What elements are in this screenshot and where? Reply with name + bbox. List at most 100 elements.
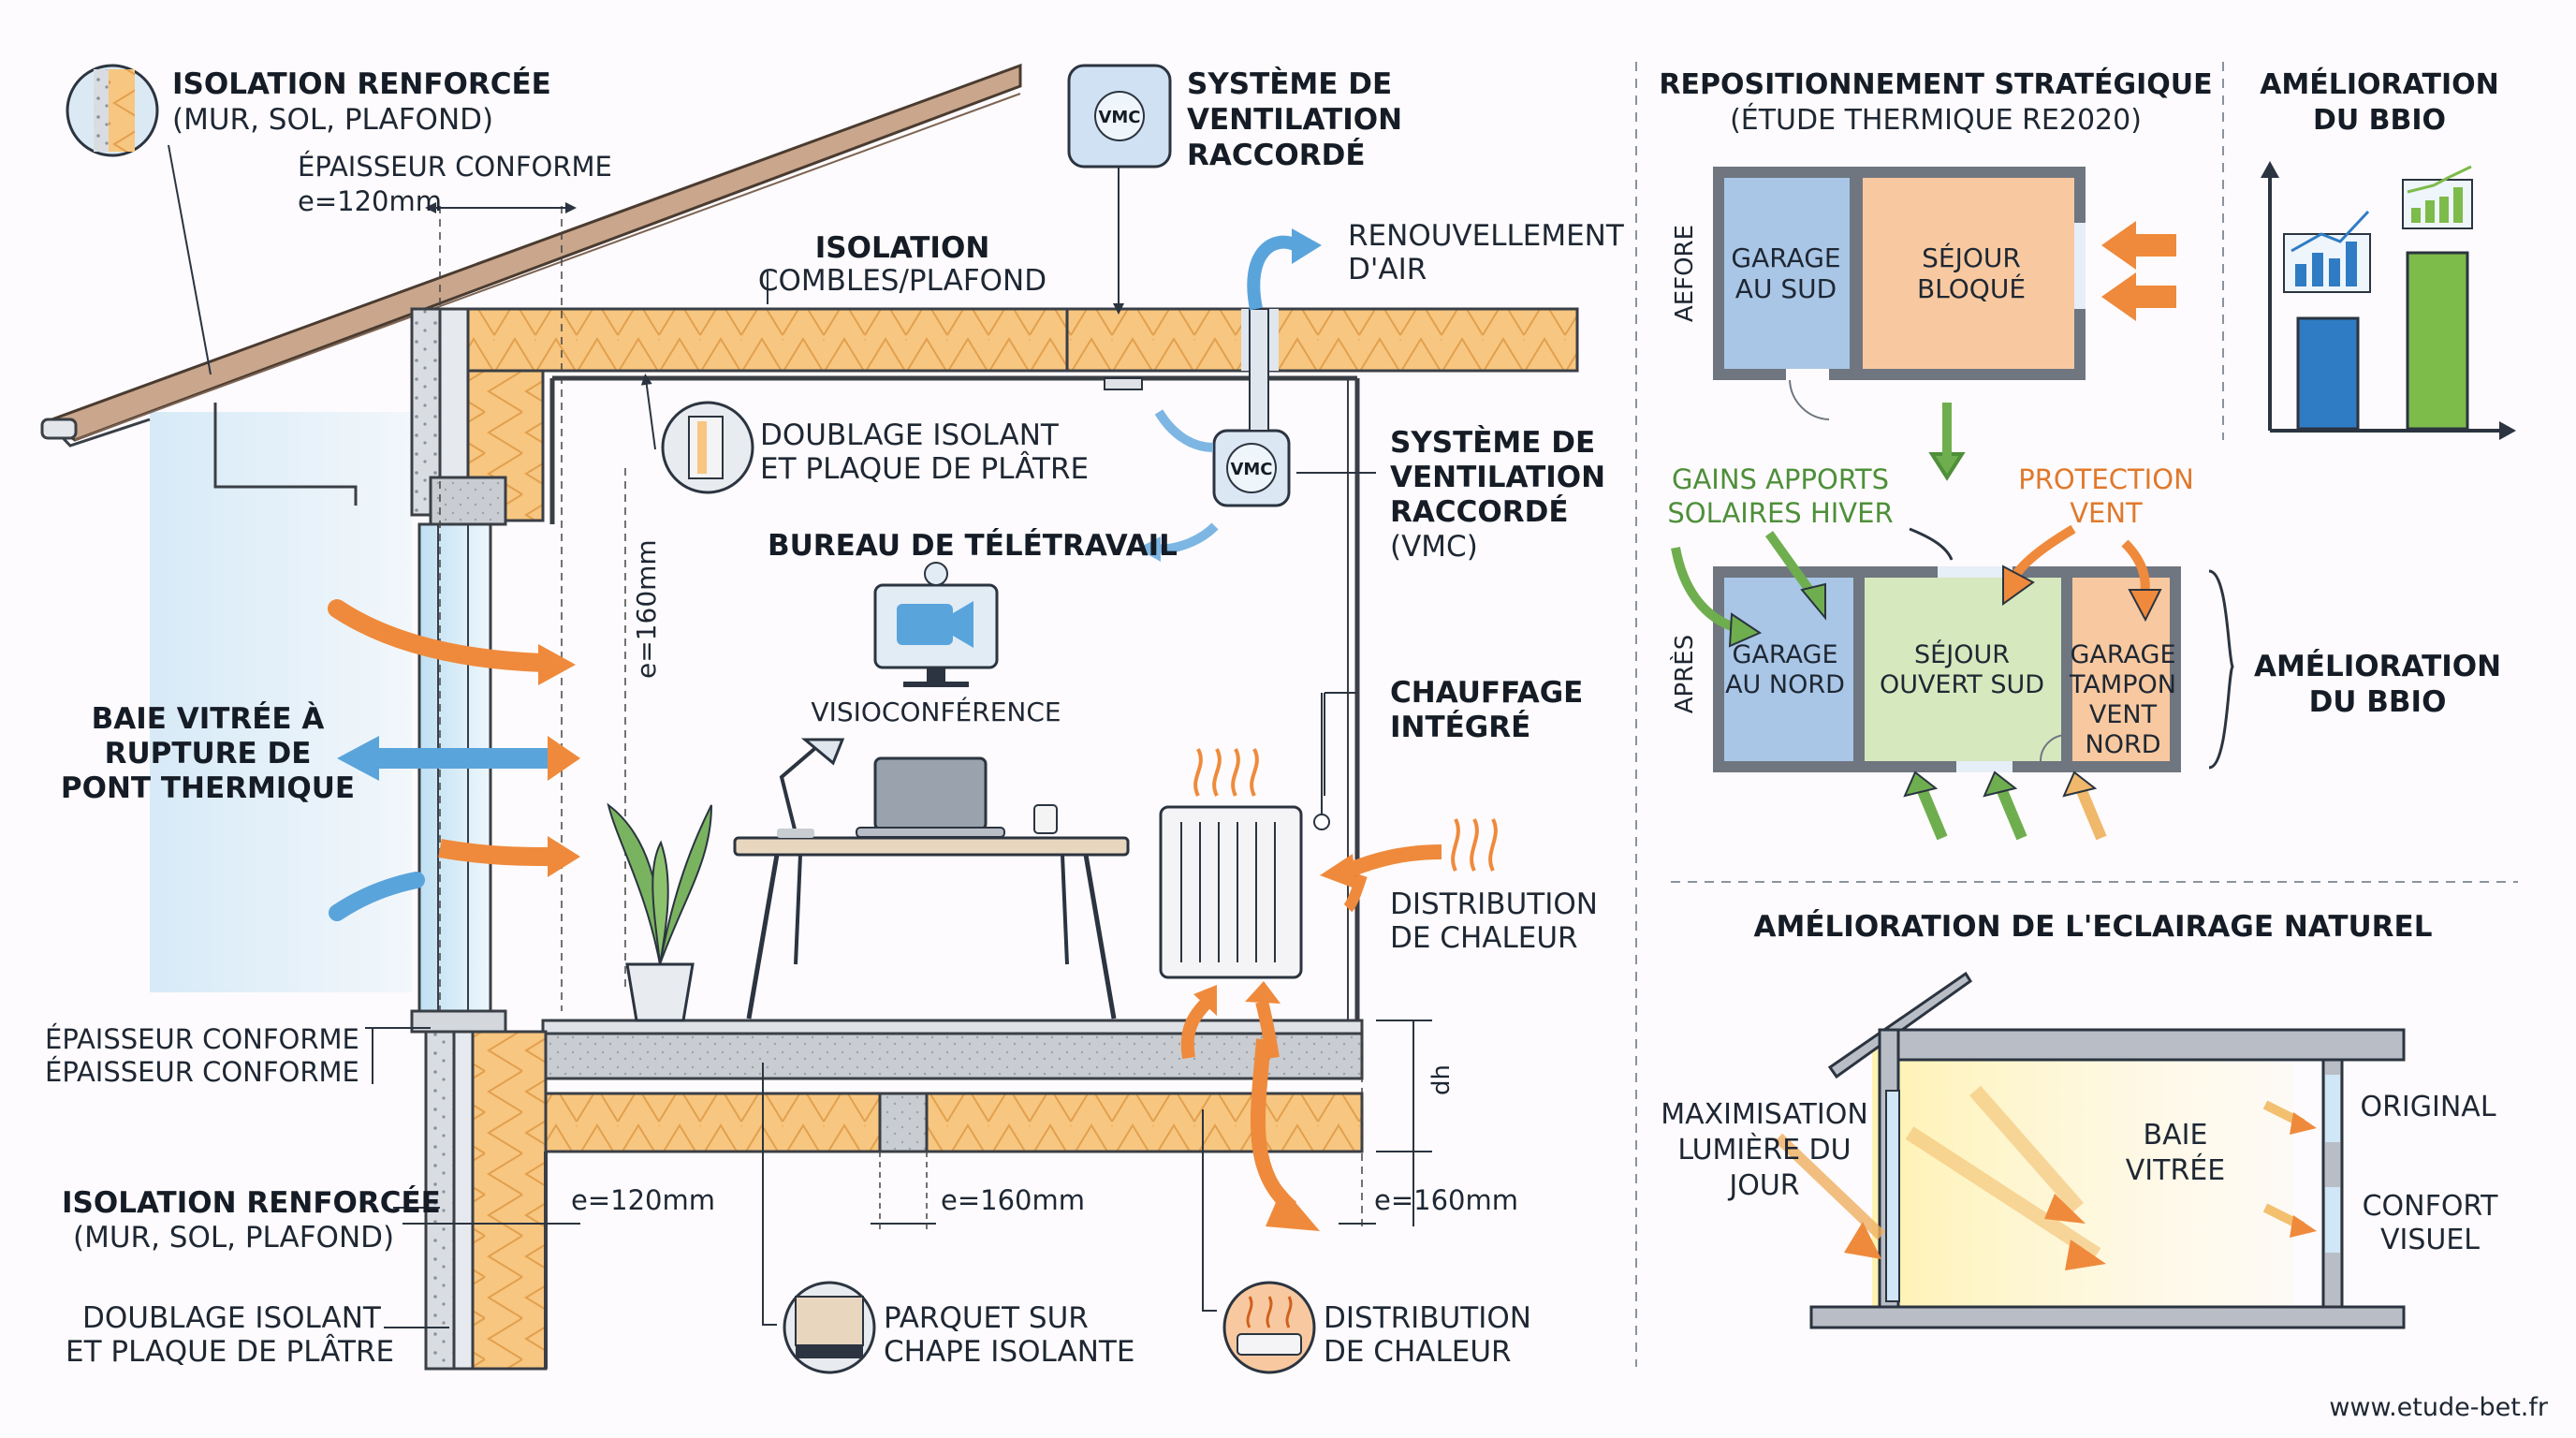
garage-sud-2: AU SUD (1735, 273, 1837, 304)
baie-right-2: VITRÉE (2126, 1153, 2225, 1187)
epaisseur-top-2: e=120mm (298, 185, 442, 217)
visio-label: VISIOCONFÉRENCE (811, 696, 1061, 727)
heat-distribution-icon (1222, 1281, 1316, 1374)
chauffage-2: INTÉGRÉ (1390, 711, 1530, 744)
garage-sud-1: GARAGE (1731, 242, 1840, 273)
sejour-ouvert-2: OUVERT SUD (1880, 670, 2044, 699)
garage-nord-2: AU NORD (1725, 670, 1845, 699)
parquet-1: PARQUET SUR (884, 1301, 1089, 1335)
sun-arrows (1671, 524, 2162, 841)
daylight-section (1774, 971, 2406, 1329)
aefore-label: AEFORE (1671, 225, 1699, 322)
radiator-icon (1159, 693, 1330, 979)
epaisseur-bot-2: ÉPAISSEUR CONFORME (45, 1056, 359, 1088)
plan-before (1713, 167, 2086, 420)
desk-lamp-icon (779, 747, 816, 834)
eclairage-title: AMÉLIORATION DE L'ECLAIRAGE NATUREL (1754, 910, 2433, 944)
wind-arrows-before (2101, 221, 2176, 321)
bbio-top-2: DU BBIO (2313, 104, 2446, 137)
baie-1: BAIE VITRÉE À (92, 702, 325, 736)
apres-label: APRÈS (1669, 635, 1699, 713)
baie-3: PONT THERMIQUE (61, 771, 355, 805)
floor-parquet (541, 1019, 1364, 1035)
max-2: LUMIÈRE DU (1677, 1133, 1851, 1167)
vmc-icon-label: VMC (1098, 108, 1140, 127)
airflow-arrows (1137, 228, 1322, 562)
renouv-1: RENOUVELLEMENT (1348, 219, 1625, 253)
repos-title: REPOSITIONNEMENT STRATÉGIQUE (1659, 67, 2212, 101)
sejour-ouvert-1: SÉJOUR (1914, 639, 2010, 669)
vmc-top-1: SYSTÈME DE (1187, 67, 1392, 101)
heat-arrows (1180, 844, 1442, 1231)
iso-bot-sub: (MUR, SOL, PLAFOND) (73, 1221, 394, 1255)
confort-2: VISUEL (2380, 1224, 2480, 1256)
gains-1: GAINS APPORTS (1672, 463, 1889, 495)
bbio-mid-1: AMÉLIORATION (2254, 650, 2501, 683)
tampon-3: VENT (2089, 700, 2158, 729)
renouv-2: D'AIR (1348, 253, 1427, 286)
e160-bottom-1: e=160mm (941, 1184, 1085, 1216)
dh-label: dh (1427, 1064, 1456, 1095)
bureau-title: BUREAU DE TÉLÉTRAVAIL (768, 529, 1178, 563)
insulation-badge-icon (66, 64, 159, 157)
vmc-unit: VMC (1104, 308, 1291, 507)
parquet-2: CHAPE ISOLANTE (884, 1335, 1134, 1369)
vmc-right-3: RACCORDÉ (1390, 495, 1569, 529)
iso-bot-title: ISOLATION RENFORCÉE (62, 1186, 441, 1220)
gutter (40, 418, 78, 440)
baie-2: RUPTURE DE (105, 737, 312, 770)
iso-top-sub: (MUR, SOL, PLAFOND) (172, 103, 493, 137)
max-1: MAXIMISATION (1661, 1098, 1868, 1131)
distrib-bot-1: DISTRIBUTION (1324, 1301, 1531, 1335)
e120-bottom: e=120mm (571, 1184, 715, 1216)
video-call-icon (873, 562, 999, 687)
vmc-top-3: RACCORDÉ (1187, 139, 1366, 172)
repos-sub: (ÉTUDE THERMIQUE RE2020) (1730, 103, 2142, 137)
epaisseur-bot-1: ÉPAISSEUR CONFORME (45, 1023, 359, 1055)
e160-bottom-2: e=160mm (1374, 1184, 1518, 1216)
wall-insulation-bottom (471, 1030, 548, 1371)
distrib-bot-2: DE CHALEUR (1324, 1335, 1512, 1369)
ceiling-insulation (466, 307, 1579, 373)
bbio-top-1: AMÉLIORATION (2260, 67, 2499, 101)
bbio-mid-2: DU BBIO (2309, 685, 2447, 719)
distrib-mid-2: DE CHALEUR (1390, 921, 1578, 955)
doublage-1: DOUBLAGE ISOLANT (760, 418, 1060, 452)
doublage-bot-2: ET PLAQUE DE PLÂTRE (66, 1335, 394, 1369)
plasterboard-icon (661, 401, 754, 494)
baie-right-1: BAIE (2144, 1119, 2208, 1152)
desk (733, 738, 1130, 1020)
bbio-chart-top (2261, 161, 2516, 440)
combles-sub: COMBLES/PLAFOND (758, 264, 1046, 298)
heat-wave-icon (1193, 748, 1498, 872)
brace (2208, 569, 2234, 770)
doublage-2: ET PLAQUE DE PLÂTRE (760, 452, 1089, 486)
ventilation-unit-icon: VMC (1067, 64, 1172, 169)
gains-2: SOLAIRES HIVER (1667, 497, 1893, 529)
tampon-2: TAMPON (2069, 670, 2176, 699)
tampon-1: GARAGE (2070, 640, 2175, 669)
parquet-icon (783, 1281, 876, 1374)
floor-screed (541, 1032, 1364, 1080)
protection-2: VENT (2070, 497, 2143, 529)
protection-1: PROTECTION (2018, 463, 2194, 495)
sejour-bloque-1: SÉJOUR (1922, 242, 2021, 273)
vmc-right-2: VENTILATION (1390, 461, 1605, 494)
vmc-unit-label: VMC (1230, 460, 1272, 479)
doublage-bot-1: DOUBLAGE ISOLANT (82, 1301, 382, 1335)
tampon-4: NORD (2086, 730, 2161, 759)
mug-icon (1033, 804, 1058, 834)
plan-after (1713, 566, 2181, 772)
garage-nord-1: GARAGE (1732, 640, 1837, 669)
vmc-right-4: (VMC) (1390, 530, 1478, 564)
vmc-top-2: VENTILATION (1187, 103, 1402, 137)
plant-icon (607, 802, 712, 1022)
vmc-right-1: SYSTÈME DE (1390, 426, 1595, 460)
epaisseur-top-1: ÉPAISSEUR CONFORME (298, 151, 612, 183)
max-3: JOUR (1727, 1169, 1799, 1202)
footer-url: www.etude-bet.fr (2329, 1393, 2549, 1422)
sejour-bloque-2: BLOQUÉ (1917, 272, 2026, 304)
chauffage-1: CHAUFFAGE (1390, 676, 1583, 710)
window-airflow-arrows (328, 599, 580, 921)
